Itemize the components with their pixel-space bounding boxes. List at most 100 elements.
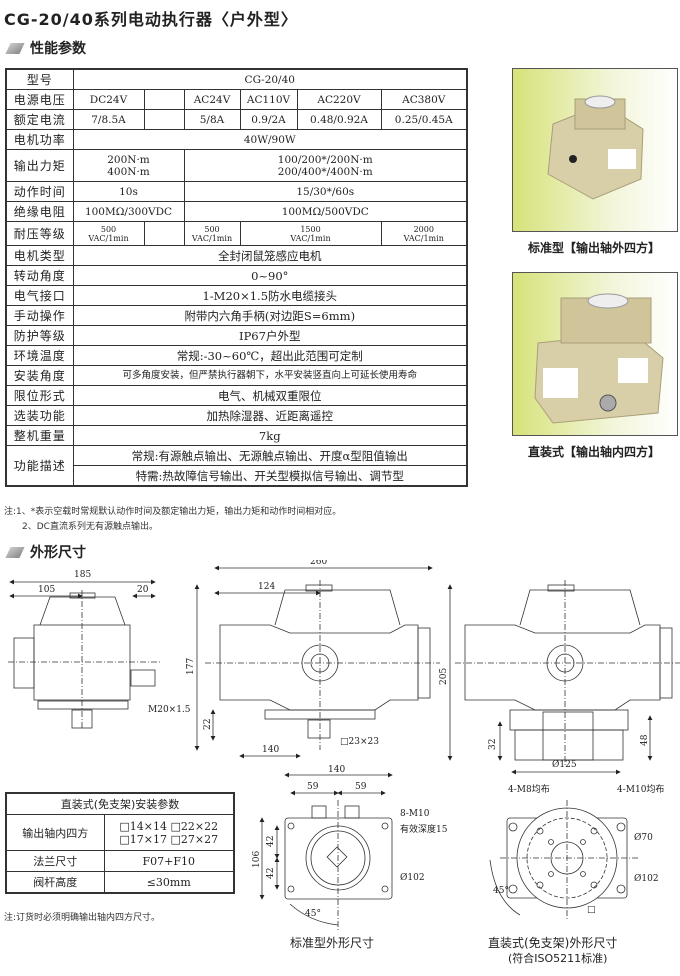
bottom-view-standard-drawing bbox=[259, 772, 393, 930]
spec-label: 选装功能 bbox=[5, 405, 74, 426]
page-title: CG-20/40系列电动执行器〈户外型〉 bbox=[4, 10, 298, 29]
value-model: CG-20/40 bbox=[72, 68, 468, 90]
spec-label: 限位形式 bbox=[5, 385, 74, 406]
value-flange: F07+F10 bbox=[103, 850, 235, 872]
caption-iso-standard: (符合ISO5211标准) bbox=[508, 951, 607, 965]
dim-105: 105 bbox=[38, 585, 55, 595]
withstand-value: 1500 bbox=[300, 224, 321, 234]
withstand-value: 2000 bbox=[413, 224, 434, 234]
dim-102: Ø102 bbox=[400, 872, 425, 883]
photo-direct-actuator bbox=[512, 272, 678, 436]
dim-depth: 有效深度15 bbox=[400, 823, 448, 835]
label-voltage: 电源电压 bbox=[5, 89, 74, 110]
section-title: 外形尺寸 bbox=[30, 545, 86, 561]
section-performance: 性能参数 bbox=[5, 38, 86, 58]
torque-ac-line: 100/200*/200N·m bbox=[277, 153, 373, 166]
label-withstand: 耐压等级 bbox=[5, 221, 74, 246]
note-1: 注:1、*表示空载时常规默认动作时间及额定输出力矩，输出力矩和动作时间相对应。 bbox=[4, 507, 342, 517]
actuator-image bbox=[534, 293, 664, 424]
dim-cable: M20×1.5 bbox=[148, 705, 191, 715]
dim-140: 140 bbox=[328, 765, 345, 775]
spec-value: 电气、机械双重限位 bbox=[72, 385, 468, 406]
label-torque: 输出力矩 bbox=[5, 149, 74, 182]
withstand-unit: VAC/1min bbox=[403, 233, 444, 243]
spec-label: 电气接口 bbox=[5, 285, 74, 306]
actuator-image bbox=[547, 95, 644, 200]
dim-70: Ø70 bbox=[634, 832, 653, 843]
label-power: 电机功率 bbox=[5, 129, 74, 150]
dim-20: 20 bbox=[137, 585, 149, 595]
spec-value: 附带内六角手柄(对边距S=6mm) bbox=[72, 305, 468, 326]
front-view-direct-drawing bbox=[447, 580, 680, 775]
dim-angle: 45° bbox=[305, 909, 321, 919]
torque-ac-line: 200/400*/400N·m bbox=[277, 165, 373, 178]
current-cell: 0.48/0.92A bbox=[296, 109, 382, 130]
withstand-unit: VAC/1min bbox=[88, 233, 129, 243]
spec-row: 安装角度可多角度安装，但严禁执行器朝下，水平安装竖直向上可延长使用寿命 bbox=[5, 365, 468, 386]
side-view-drawing bbox=[8, 579, 160, 730]
dim-m10: 4-M10均布 bbox=[617, 783, 664, 795]
current-cell: 5/8A bbox=[183, 109, 241, 130]
spec-label: 转动角度 bbox=[5, 265, 74, 286]
value-power: 40W/90W bbox=[72, 129, 468, 150]
withstand-unit: VAC/1min bbox=[290, 233, 331, 243]
label-flange: 法兰尺寸 bbox=[5, 850, 105, 872]
section-marker-icon bbox=[5, 42, 25, 54]
label-model: 型号 bbox=[5, 68, 74, 90]
front-view-drawing bbox=[194, 565, 440, 759]
spec-label: 手动操作 bbox=[5, 305, 74, 326]
mount-params-table: 直装式(免支架)安装参数 输出轴内四方□14×14 □22×22□17×17 □… bbox=[5, 792, 235, 894]
dim-holes: 8-M10 bbox=[400, 809, 430, 819]
function-standard: 常规:有源触点输出、无源触点输出、开度α型阻值输出 bbox=[72, 445, 468, 466]
section-title: 性能参数 bbox=[30, 41, 86, 57]
spec-row: 限位形式电气、机械双重限位 bbox=[5, 385, 468, 406]
spec-row: 手动操作附带内六角手柄(对边距S=6mm) bbox=[5, 305, 468, 326]
spec-row: 电机类型全封闭鼠笼感应电机 bbox=[5, 245, 468, 266]
current-cell: 7/8.5A bbox=[72, 109, 145, 130]
dim-m8: 4-M8均布 bbox=[508, 783, 550, 795]
dim-22: 22 bbox=[203, 719, 213, 730]
voltage-cell: DC24V bbox=[72, 89, 145, 110]
dim-32: 32 bbox=[488, 739, 498, 750]
time-ac: 15/30*/60s bbox=[183, 181, 468, 202]
spec-label: 电机类型 bbox=[5, 245, 74, 266]
torque-dc-line: 200N·m bbox=[107, 153, 150, 166]
withstand-value: 500 bbox=[204, 224, 220, 234]
caption-standard-dimensions: 标准型外形尺寸 bbox=[290, 936, 374, 950]
dim-48: 48 bbox=[640, 734, 650, 746]
spec-label: 整机重量 bbox=[5, 425, 74, 446]
dim-124: 124 bbox=[258, 582, 275, 592]
dim-59: 59 bbox=[355, 782, 367, 792]
spec-value: 常规:-30~60℃，超出此范围可定制 bbox=[72, 345, 468, 366]
spec-value: IP67户外型 bbox=[72, 325, 468, 346]
label-function: 功能描述 bbox=[5, 445, 74, 487]
dim-square: □ bbox=[587, 905, 596, 915]
dim-205: 205 bbox=[439, 668, 449, 685]
dim-42: 42 bbox=[266, 836, 276, 847]
dim-angle: 45° bbox=[493, 886, 509, 896]
insulation-ac: 100MΩ/500VDC bbox=[183, 201, 468, 222]
torque-dc-line: 400N·m bbox=[107, 165, 150, 178]
time-dc: 10s bbox=[72, 181, 185, 202]
dimension-drawings: 185 105 20 M20×1.5 260 124 177 22 □23×23… bbox=[8, 560, 680, 965]
mount-note: 注:订货时必须明确输出轴内四方尺寸。 bbox=[4, 913, 161, 923]
spec-row: 环境温度常规:-30~60℃，超出此范围可定制 bbox=[5, 345, 468, 366]
dim-140: 140 bbox=[262, 745, 279, 755]
spec-label: 安装角度 bbox=[5, 365, 74, 386]
spec-value: 加热除湿器、近距离遥控 bbox=[72, 405, 468, 426]
label-insulation: 绝缘电阻 bbox=[5, 201, 74, 222]
dim-23x23: □23×23 bbox=[340, 737, 379, 747]
spec-value: 0~90° bbox=[72, 265, 468, 286]
voltage-cell: AC110V bbox=[239, 89, 298, 110]
insulation-dc: 100MΩ/300VDC bbox=[72, 201, 185, 222]
spec-value: 7kg bbox=[72, 425, 468, 446]
dim-185: 185 bbox=[74, 570, 91, 580]
spec-value: 可多角度安装，但严禁执行器朝下，水平安装竖直向上可延长使用寿命 bbox=[72, 365, 468, 386]
